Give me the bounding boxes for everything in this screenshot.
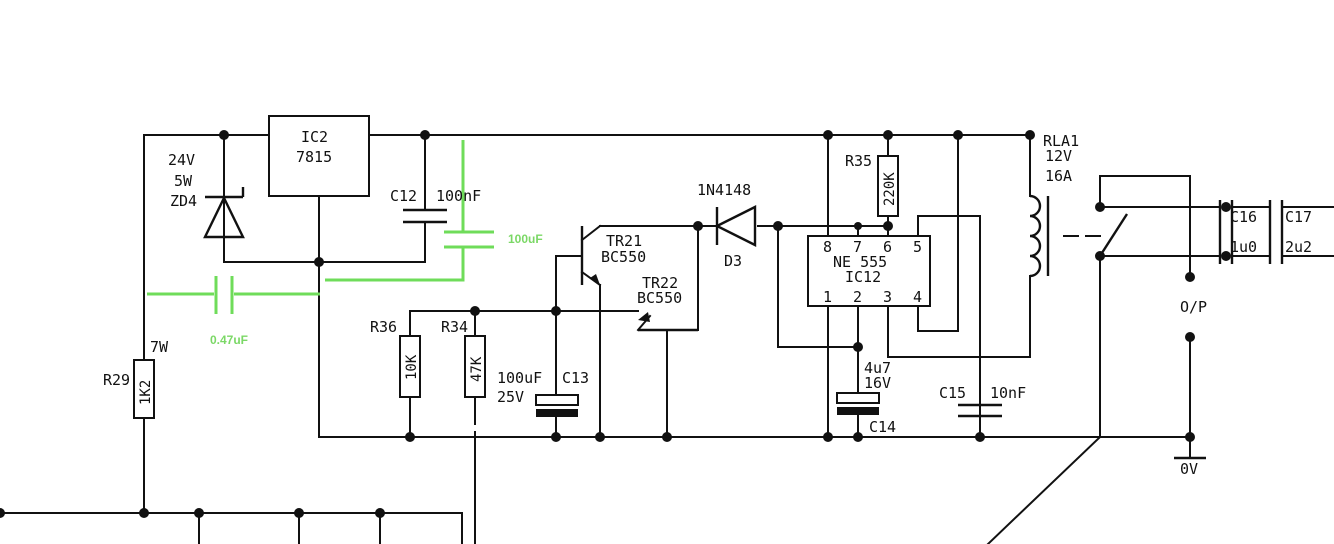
r35-resistor [877,155,899,217]
c12-capacitor [403,208,447,224]
rla1-ref: RLA1 [1043,132,1079,150]
tr21-part: BC550 [601,248,646,266]
junction-dots [0,130,1231,518]
ic2-part: 7815 [296,148,332,166]
c14-voltage: 16V [864,374,891,392]
c13-capacitor [535,394,579,417]
zd4-ref: ZD4 [170,192,197,210]
c12-ref: C12 [390,187,417,205]
ground-label: 0V [1180,460,1198,478]
rla1-voltage: 12V [1045,147,1072,165]
c13-voltage: 25V [497,388,524,406]
ic12-pin-2: 2 [853,288,862,306]
zd4-voltage: 24V [168,151,195,169]
r34-ref: R34 [441,318,468,336]
r29-power: 7W [150,338,169,356]
added-047uf-capacitor [214,276,234,314]
c17-value: 2u2 [1285,238,1312,256]
ic2-ref: IC2 [301,128,328,146]
c16-ref: C16 [1230,208,1257,226]
added-100uf-capacitor [444,230,494,249]
ic12-timer [807,235,931,307]
r29-resistor [133,359,155,419]
output-terminal-top [1185,272,1195,282]
r29-value: 1K2 [138,380,154,405]
c15-value: 10nF [990,384,1026,402]
ic12-pin-5: 5 [913,238,922,256]
c12-value: 100nF [436,187,481,205]
ic12-pin-6: 6 [883,238,892,256]
ic12-pin-4: 4 [913,288,922,306]
r36-ref: R36 [370,318,397,336]
r36-resistor [399,335,421,398]
added-100uf-wire [325,140,465,282]
c16-value: 1u0 [1230,238,1257,256]
wires [0,134,1271,544]
r35-ref: R35 [845,152,872,170]
r34-resistor [464,335,486,398]
r34-value: 47K [469,356,485,382]
c17-capacitor [1268,200,1284,264]
rla1-relay-coil [1029,194,1101,278]
c15-ref: C15 [939,384,966,402]
rla1-current: 16A [1045,167,1072,185]
r36-value: 10K [404,354,420,380]
ic12-ref: IC12 [845,268,881,286]
c17-ref: C17 [1285,208,1312,226]
zd4-zener-diode [203,187,245,239]
ic12-part: NE 555 [833,253,887,271]
c14-capacitor [836,392,880,415]
ic12-pin-7: 7 [853,238,862,256]
c13-value: 100uF [497,369,542,387]
r29-ref: R29 [103,371,130,389]
tr22-transistor [636,312,698,332]
output-terminal-bottom [1185,332,1195,342]
added-components: 100uF 0.47uF [147,140,543,347]
output-label: O/P [1180,298,1207,316]
r35-value: 220K [882,172,898,206]
zd4-power: 5W [174,172,193,190]
d3-ref: D3 [724,252,742,270]
d3-part: 1N4148 [697,181,751,199]
ic12-pin-1: 1 [823,288,832,306]
relay-switch-contact [1098,213,1129,257]
added-100uf-label: 100uF [508,232,543,246]
tr21-transistor [580,224,602,287]
tr22-ref: TR22 [642,274,678,292]
tr22-part: BC550 [637,289,682,307]
c14-ref: C14 [869,418,896,436]
d3-diode [714,205,757,247]
ic2-regulator [268,115,370,197]
ic12-pin-8: 8 [823,238,832,256]
c16-capacitor [1218,200,1234,264]
c14-value: 4u7 [864,359,891,377]
ic12-pin-3: 3 [883,288,892,306]
c13-ref: C13 [562,369,589,387]
added-047uf-label: 0.47uF [210,333,248,347]
tr21-ref: TR21 [606,232,642,250]
